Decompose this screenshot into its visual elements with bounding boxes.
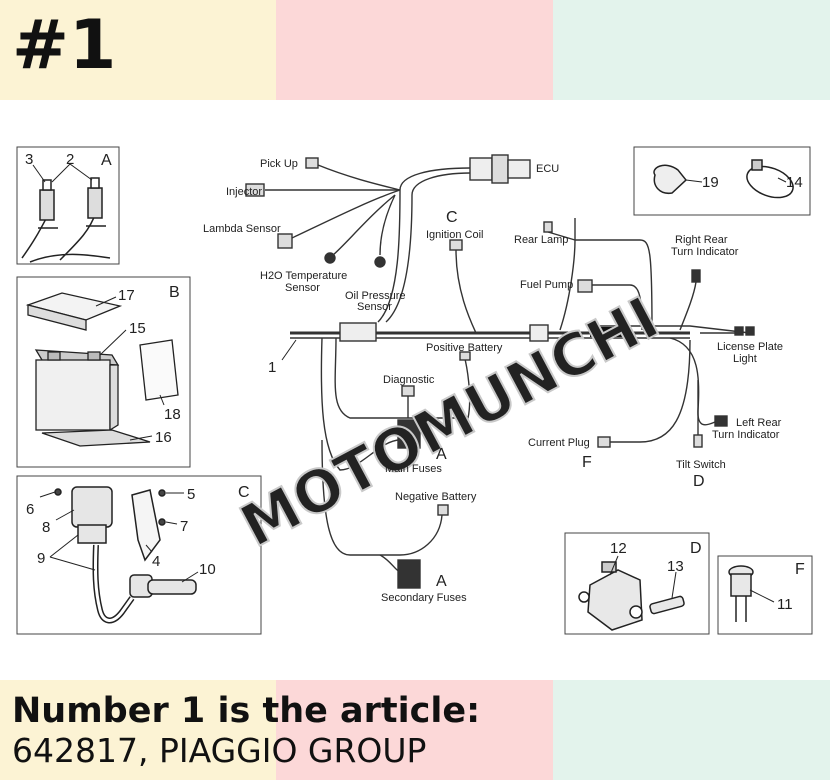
leader-1 — [281, 339, 297, 361]
letter-box-a: A — [101, 152, 112, 169]
part-number-19: 19 — [702, 174, 719, 191]
label-h2o-temp-1: H2O Temperature — [260, 270, 347, 282]
part-number-13: 13 — [667, 558, 684, 575]
label-negative-battery: Negative Battery — [395, 491, 477, 503]
label-h2o-temp-2: Sensor — [285, 282, 320, 294]
part-number-10: 10 — [199, 561, 216, 578]
part-number-5: 5 — [187, 486, 195, 503]
inset-box-f — [717, 555, 813, 635]
inset-box-d — [564, 532, 710, 635]
label-ignition-coil: Ignition Coil — [426, 229, 483, 241]
header-band-yellow — [0, 0, 276, 100]
part-number-1: 1 — [268, 359, 276, 376]
part-number-4: 4 — [152, 553, 160, 570]
header-band — [0, 0, 830, 100]
label-left-rear-2: Turn Indicator — [712, 429, 780, 441]
box-c-leaders — [39, 491, 199, 583]
label-tilt-switch: Tilt Switch — [676, 459, 726, 471]
part-number-11: 11 — [777, 596, 793, 613]
label-main-fuses: Main Fuses — [385, 463, 442, 475]
part-number-18: 18 — [164, 406, 181, 423]
label-pick-up: Pick Up — [260, 158, 298, 170]
label-license-plate-2: Light — [733, 353, 757, 365]
part-number-14: 14 — [786, 174, 803, 191]
box-f-leader — [749, 589, 775, 603]
letter-main-fuses: A — [436, 446, 447, 463]
label-diagnostic: Diagnostic — [383, 374, 435, 386]
tilt-switch-parts — [578, 561, 685, 631]
footer-band-green — [553, 680, 830, 780]
box-d-leaders — [609, 555, 677, 599]
clips-leaders — [685, 177, 787, 183]
footer-band — [0, 680, 830, 780]
item-number: #1 — [12, 6, 117, 85]
box-a-leaders — [32, 163, 93, 183]
inset-box-a — [16, 146, 120, 265]
letter-box-c: C — [238, 484, 250, 501]
letter-secondary-fuses: A — [436, 573, 447, 590]
inset-box-b — [16, 276, 191, 468]
part-number-6: 6 — [26, 501, 34, 518]
caption-line-1: Number 1 is the article: — [12, 691, 481, 731]
label-fuel-pump: Fuel Pump — [520, 279, 573, 291]
label-left-rear-1: Left Rear — [736, 417, 782, 429]
watermark: MOTOMUNCHI — [230, 283, 670, 560]
coil-parts — [54, 486, 197, 624]
part-number-15: 15 — [129, 320, 146, 337]
label-license-plate-1: License Plate — [717, 341, 783, 353]
part-number-3: 3 — [25, 151, 33, 168]
footer-band-pink — [276, 680, 553, 780]
plug-parts — [728, 565, 754, 622]
letter-box-d: D — [690, 540, 702, 557]
part-number-17: 17 — [118, 287, 135, 304]
inset-box-c — [16, 475, 262, 635]
part-number-7: 7 — [180, 518, 188, 535]
label-right-rear-1: Right Rear — [675, 234, 728, 246]
letter-current-plug: F — [582, 454, 592, 471]
label-oil-pressure-1: Oil Pressure — [345, 290, 406, 302]
part-number-9: 9 — [37, 550, 45, 567]
letter-ignition: C — [446, 209, 458, 226]
label-positive-battery: Positive Battery — [426, 342, 503, 354]
label-injector: Injector — [226, 186, 262, 198]
footer-band-yellow — [0, 680, 276, 780]
box-a-connectors — [21, 177, 111, 263]
label-rear-lamp: Rear Lamp — [514, 234, 568, 246]
clip-parts — [653, 159, 794, 199]
header-band-green — [553, 0, 830, 100]
battery-parts — [25, 292, 179, 447]
header-band-pink — [276, 0, 553, 100]
inset-box-clips — [633, 146, 811, 216]
harness-wires — [245, 154, 755, 589]
label-current-plug: Current Plug — [528, 437, 590, 449]
part-number-16: 16 — [155, 429, 172, 446]
box-b-leaders — [95, 296, 165, 441]
label-lambda-sensor: Lambda Sensor — [203, 223, 281, 235]
label-ecu: ECU — [536, 163, 559, 175]
letter-box-f: F — [795, 561, 805, 578]
letter-box-b: B — [169, 284, 180, 301]
part-number-8: 8 — [42, 519, 50, 536]
letter-tilt-switch: D — [693, 473, 705, 490]
part-number-12: 12 — [610, 540, 627, 557]
label-right-rear-2: Turn Indicator — [671, 246, 739, 258]
part-number-2: 2 — [66, 151, 74, 168]
caption-line-2: 642817, PIAGGIO GROUP — [12, 731, 427, 770]
label-secondary-fuses: Secondary Fuses — [381, 592, 467, 604]
label-oil-pressure-2: Sensor — [357, 301, 392, 313]
